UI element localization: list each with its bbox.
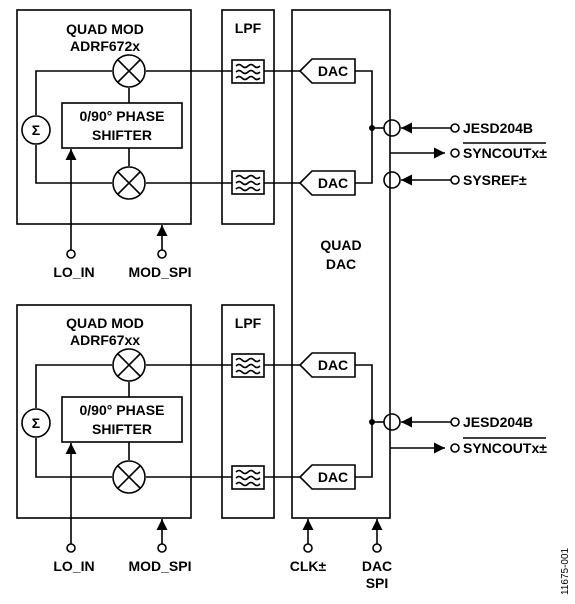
bottom-mod-spi-label: MOD_SPI — [128, 558, 191, 574]
top-phase-shifter — [61, 102, 183, 149]
syncout-top-pin — [450, 148, 460, 158]
dac-unit-1-label: DAC — [318, 63, 348, 79]
right-signals: JESD204B SYNCOUTx± SYSREF± JESD204B SYNC… — [390, 120, 547, 456]
top-sum-upper-wire — [35, 70, 112, 115]
jesd-top-port — [383, 119, 401, 137]
top-mixer-i-icon — [112, 54, 146, 88]
top-mod-spi-pin — [157, 249, 167, 259]
top-lo-in-label: LO_IN — [53, 264, 94, 280]
lpf-bottom-label: LPF — [235, 315, 262, 331]
lpf-top-box — [221, 9, 275, 225]
bottom-phase-shifter — [61, 396, 183, 443]
jesd-top-pin — [450, 123, 460, 133]
bottom-sum-lower-wire — [35, 438, 112, 478]
bottom-sum-upper-wire — [35, 364, 112, 408]
dac-spi-pin — [372, 543, 382, 553]
syncout-bottom-label: SYNCOUTx± — [463, 440, 547, 456]
bottom-mixer-i-icon — [112, 348, 146, 382]
bottom-mixer-q-icon — [112, 460, 146, 494]
top-quad-mod-box — [16, 9, 192, 225]
syncout-top-label: SYNCOUTx± — [463, 145, 547, 161]
quad-dac-title: QUAD — [320, 237, 361, 253]
dac-unit-3-label: DAC — [318, 357, 348, 373]
sysref-label: SYSREF± — [463, 172, 527, 188]
jesd-bottom-pin — [450, 417, 460, 427]
dac-spi-label2: SPI — [366, 575, 389, 591]
top-phase-shifter-label2: SHIFTER — [92, 127, 152, 143]
bottom-summer-icon — [21, 408, 51, 438]
jesd-bottom-label: JESD204B — [463, 414, 533, 430]
jesd-top-label: JESD204B — [463, 120, 533, 136]
top-sum-lower-wire — [35, 145, 112, 184]
clk-pin — [303, 543, 313, 553]
dac-bottom-junction — [369, 419, 375, 425]
quad-dac: QUAD DAC DAC DAC DAC DAC CLK± DAC SPI — [290, 9, 401, 591]
bottom-sigma-symbol: Σ — [32, 415, 40, 431]
lpf-top-label: LPF — [235, 20, 262, 36]
bottom-phase-shifter-label1: 0/90° PHASE — [80, 402, 165, 418]
bottom-phase-shifter-label2: SHIFTER — [92, 421, 152, 437]
lpf-top: LPF — [221, 9, 275, 225]
top-phase-shifter-label1: 0/90° PHASE — [80, 108, 165, 124]
dac-unit-4-label: DAC — [318, 469, 348, 485]
dac-top-junction — [369, 125, 375, 131]
syncout-bottom-pin — [450, 443, 460, 453]
bottom-mod-spi-pin — [157, 543, 167, 553]
bottom-quad-mod: QUAD MOD ADRF67xx Σ 0/90° PHASE SHIFTER … — [16, 304, 232, 574]
lpf-filter-icon — [231, 353, 265, 378]
lpf-bottom-box — [221, 304, 275, 519]
bottom-lo-in-label: LO_IN — [53, 558, 94, 574]
dac-spi-label1: DAC — [362, 558, 392, 574]
bottom-lo-in-pin — [66, 543, 76, 553]
sysref-port — [383, 171, 401, 189]
top-mod-spi-label: MOD_SPI — [128, 264, 191, 280]
bottom-quad-mod-box — [16, 304, 192, 519]
lpf-filter-icon — [231, 59, 265, 84]
jesd-bottom-port — [383, 413, 401, 431]
bottom-quad-mod-part: ADRF67xx — [70, 332, 140, 348]
quad-dac-subtitle: DAC — [326, 256, 356, 272]
quad-dac-box — [291, 9, 391, 519]
top-quad-mod: QUAD MOD ADRF672x Σ 0/90° PHASE SHIFTER — [16, 9, 232, 280]
figure-id: 11675-001 — [560, 547, 571, 595]
top-summer-icon — [21, 115, 51, 145]
lpf-bottom: LPF — [221, 304, 275, 519]
lpf-filter-icon — [231, 465, 265, 490]
top-mixer-q-icon — [112, 166, 146, 200]
top-lo-in-pin — [66, 249, 76, 259]
top-sigma-symbol: Σ — [32, 122, 40, 138]
bottom-quad-mod-title: QUAD MOD — [66, 315, 144, 331]
top-quad-mod-title: QUAD MOD — [66, 21, 144, 37]
clk-label: CLK± — [290, 558, 327, 574]
top-quad-mod-part: ADRF672x — [70, 38, 140, 54]
sysref-pin — [450, 175, 460, 185]
dac-unit-2-label: DAC — [318, 175, 348, 191]
lpf-filter-icon — [231, 170, 265, 195]
